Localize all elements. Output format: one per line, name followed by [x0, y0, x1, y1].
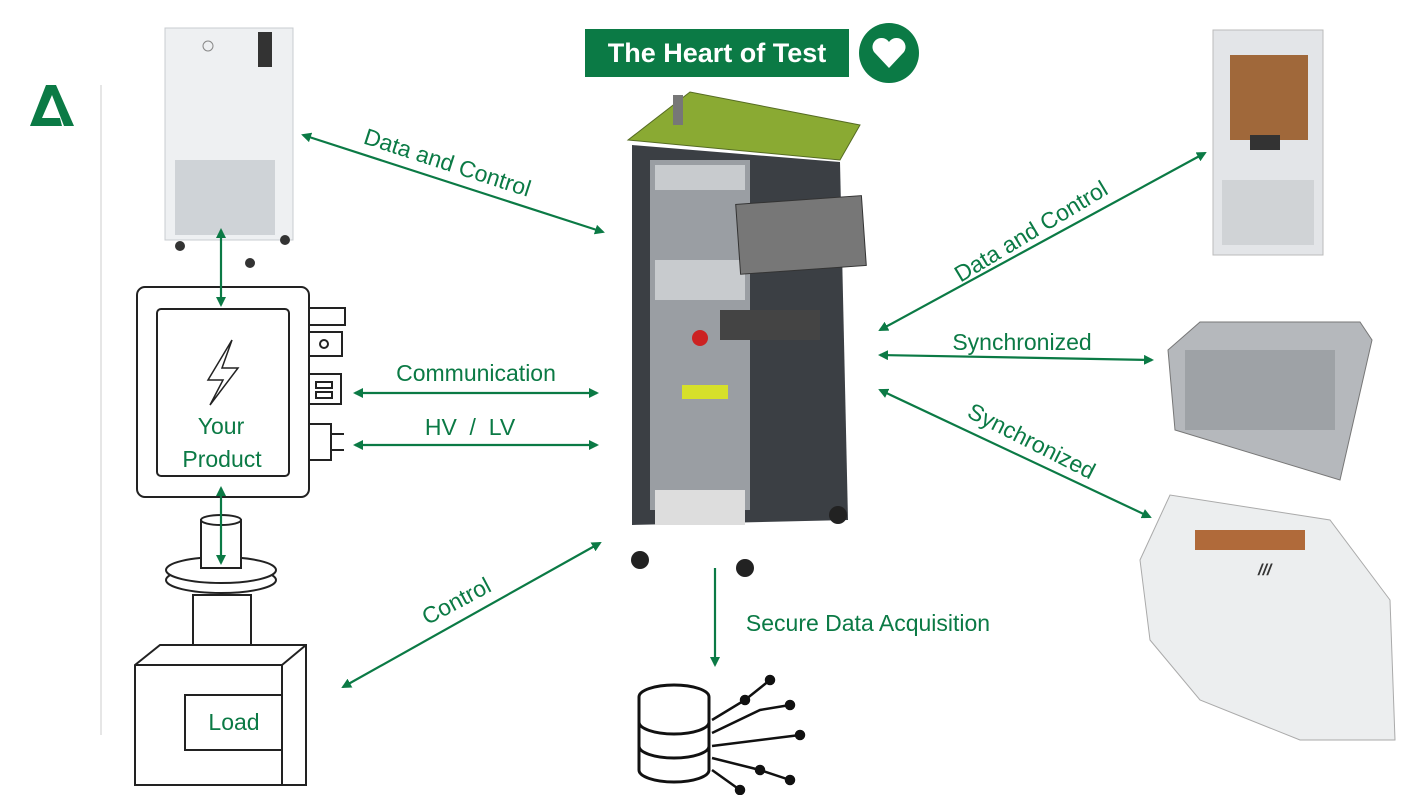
page-title: The Heart of Test	[585, 29, 849, 77]
label-hv-lv: HV / LV	[425, 414, 516, 440]
environmental-chamber-image	[1212, 29, 1324, 256]
synchronized-machine-image	[1167, 321, 1373, 481]
climate-chamber-image	[164, 27, 294, 268]
label-communication: Communication	[396, 360, 556, 386]
label-control: Control	[417, 572, 495, 630]
test-rack-image	[626, 91, 867, 577]
product-label-line2: Product	[182, 446, 262, 472]
label-secure-data-acquisition: Secure Data Acquisition	[746, 610, 990, 636]
label-synchronized-1: Synchronized	[952, 329, 1091, 355]
svg-text:///: ///	[1257, 562, 1273, 579]
label-data-control-right: Data and Control	[950, 175, 1112, 287]
connection-arrows	[216, 132, 1207, 688]
label-synchronized-2: Synchronized	[964, 398, 1100, 484]
company-logo	[30, 85, 74, 126]
heart-icon	[859, 23, 919, 83]
database-icon	[637, 683, 711, 784]
load-label: Load	[208, 709, 259, 735]
circuit-icon	[711, 674, 806, 795]
product-label-line1: Your	[198, 413, 245, 439]
shaker-system-image: ///	[1139, 494, 1396, 741]
